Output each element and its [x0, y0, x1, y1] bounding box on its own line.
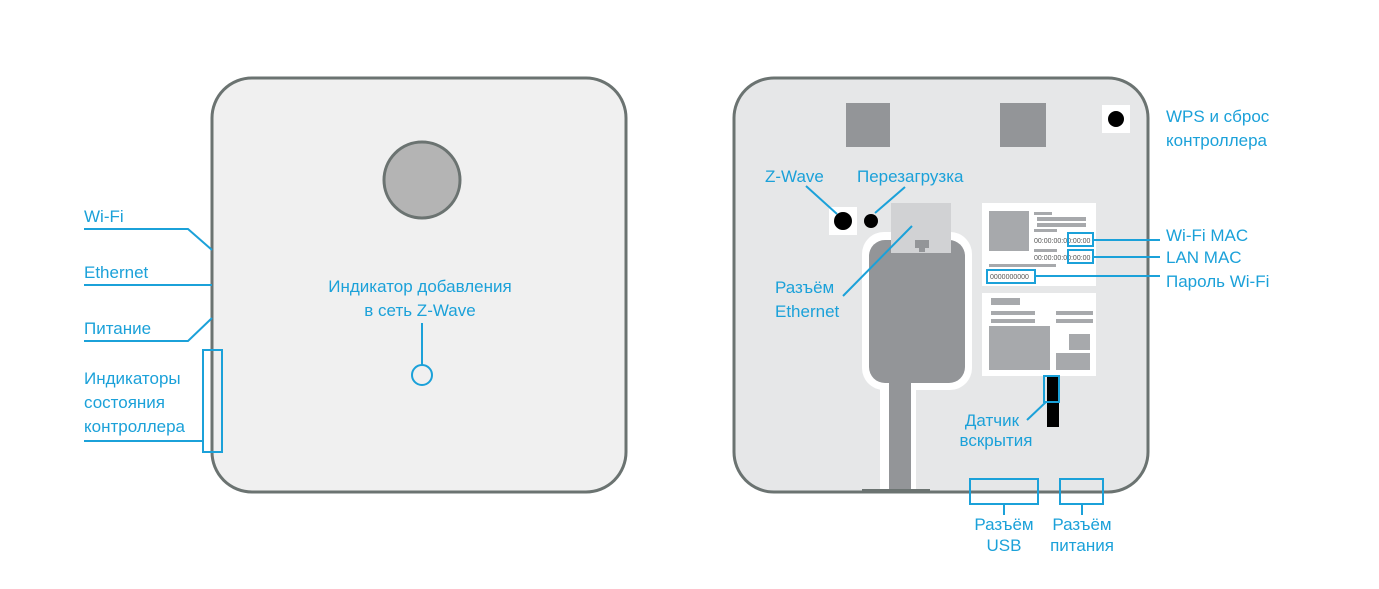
status-indicators-box: [202, 349, 223, 453]
reboot-leader: [874, 186, 906, 214]
sticker-password: 0000000000: [990, 274, 1029, 281]
ethernet-cable: [862, 203, 972, 493]
ethernet-port-leader: [842, 225, 913, 297]
foot-pad-right: [1000, 103, 1046, 147]
tamper-leader: [1026, 401, 1047, 421]
ethernet-label: Ethernet: [84, 263, 149, 282]
wifi-leader: [84, 228, 213, 251]
indicator-label-1: Индикатор добавления: [328, 277, 511, 296]
wps-button: [1108, 111, 1124, 127]
sticker-lan-mac: 00:00:00:00:00:00: [1034, 255, 1091, 262]
zwave-label: Z-Wave: [765, 167, 824, 186]
reboot-button: [864, 214, 878, 228]
wifi-password-label: Пароль Wi-Fi: [1166, 272, 1269, 291]
back-view: WPS и сброс контроллера Z-Wave Перезагру…: [732, 76, 1270, 555]
sticker-wifi-mac: 00:00:00:00:00:00: [1034, 238, 1091, 245]
front-view: Индикатор добавления в сеть Z-Wave Wi-Fi…: [84, 76, 628, 494]
power-label: Питание: [84, 319, 151, 338]
usb-label-2: USB: [987, 536, 1022, 555]
tamper-label-2: вскрытия: [960, 431, 1033, 450]
usb-label-1: Разъём: [974, 515, 1033, 534]
power-leader: [84, 317, 213, 342]
wps-label-2: контроллера: [1166, 131, 1268, 150]
info-sticker: 00:00:00:00:00:00 00:00:00:00:00:00 0000…: [982, 203, 1096, 376]
reboot-label: Перезагрузка: [857, 167, 964, 186]
wifi-label: Wi-Fi: [84, 207, 124, 226]
tamper-label-1: Датчик: [965, 411, 1020, 430]
zwave-leader: [805, 185, 838, 215]
wifi-mac-label: Wi-Fi MAC: [1166, 226, 1248, 245]
indicator-label-2: в сеть Z-Wave: [364, 301, 475, 320]
ethernet-port-label-1: Разъём: [775, 278, 834, 297]
zwave-back-button: [834, 212, 852, 230]
power-port-label-1: Разъём: [1052, 515, 1111, 534]
ethernet-port-label-2: Ethernet: [775, 302, 840, 321]
lan-mac-label: LAN MAC: [1166, 248, 1242, 267]
status-label-3: контроллера: [84, 417, 186, 436]
status-label-2: состояния: [84, 393, 165, 412]
zwave-button: [382, 140, 462, 220]
wps-label-1: WPS и сброс: [1166, 107, 1270, 126]
power-port-label-2: питания: [1050, 536, 1114, 555]
foot-pad-left: [846, 103, 890, 147]
zwave-indicator-led: [411, 364, 433, 386]
tamper-box: [1043, 375, 1060, 403]
status-label-1: Индикаторы: [84, 369, 181, 388]
